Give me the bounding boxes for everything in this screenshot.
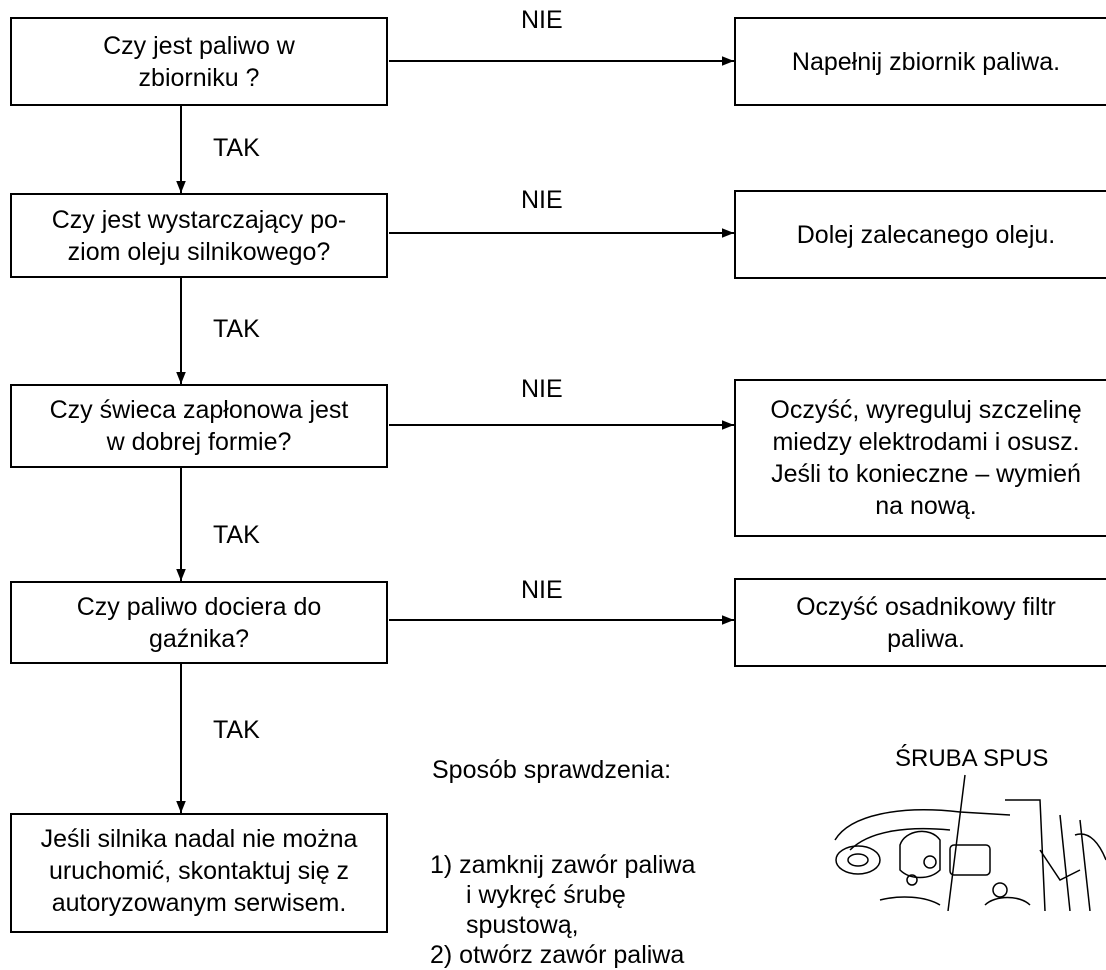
action-line: miedzy elektrodami i osusz. (772, 428, 1080, 456)
action-line: Dolej zalecanego oleju. (796, 220, 1056, 249)
step-line: i wykręć śrubę (466, 881, 626, 909)
action-fill-tank: Napełnij zbiornik paliwa. (734, 17, 1106, 106)
no-label: NIE (521, 6, 563, 34)
check-method-title: Sposób sprawdzenia: (432, 756, 672, 784)
action-clean-fuel-filter: Oczyść osadnikowy filtr paliwa. (734, 578, 1106, 667)
question-line: w dobrej formie? (106, 428, 292, 456)
final-contact-service: Jeśli silnika nadal nie można uruchomić,… (10, 813, 388, 933)
carburetor-drawing (834, 774, 1106, 911)
no-label: NIE (521, 576, 563, 604)
question-line: gaźnika? (148, 624, 250, 653)
action-line: na nową. (875, 492, 977, 520)
step-line: 2) otwórz zawór paliwa (430, 941, 685, 969)
question-spark-plug: Czy świeca zapłonowa jest w dobrej formi… (10, 384, 388, 468)
step-line: spustową, (466, 911, 579, 939)
action-line: Oczyść, wyreguluj szczelinę (770, 396, 1082, 424)
question-fuel-to-carburetor: Czy paliwo dociera do gaźnika? (10, 581, 388, 664)
final-line: uruchomić, skontaktuj się z (48, 857, 350, 885)
question-line: ziom oleju silnikowego? (67, 237, 331, 266)
action-line: Jeśli to konieczne – wymień (771, 460, 1081, 488)
question-oil-level: Czy jest wystarczający po- ziom oleju si… (10, 193, 388, 278)
check-method-steps: 1) zamknij zawór paliwa i wykręć śrubę s… (430, 850, 695, 970)
yes-label: TAK (213, 521, 260, 549)
yes-label: TAK (213, 134, 260, 162)
yes-label: TAK (213, 716, 260, 744)
question-line: Czy paliwo dociera do (76, 592, 322, 621)
no-label: NIE (521, 375, 563, 403)
question-line: Czy świeca zapłonowa jest (49, 396, 349, 424)
final-line: Jeśli silnika nadal nie można (40, 825, 358, 853)
question-line: Czy jest wystarczający po- (51, 205, 347, 234)
action-line: Napełnij zbiornik paliwa. (791, 47, 1061, 76)
question-line: Czy jest paliwo w (103, 31, 295, 60)
question-line: zbiorniku ? (138, 63, 260, 92)
yes-label: TAK (213, 315, 260, 343)
final-line: autoryzowanym serwisem. (51, 889, 347, 917)
question-fuel-in-tank: Czy jest paliwo w zbiorniku ? (10, 17, 388, 106)
flowchart-connectors (176, 56, 1106, 911)
step-line: 1) zamknij zawór paliwa (430, 851, 696, 879)
action-clean-spark-plug: Oczyść, wyreguluj szczelinę miedzy elekt… (734, 379, 1106, 537)
action-line: paliwa. (887, 624, 965, 653)
action-add-oil: Dolej zalecanego oleju. (734, 190, 1106, 279)
no-label: NIE (521, 186, 563, 214)
drain-screw-label: ŚRUBA SPUS (895, 745, 1049, 772)
action-line: Oczyść osadnikowy filtr (796, 592, 1056, 621)
